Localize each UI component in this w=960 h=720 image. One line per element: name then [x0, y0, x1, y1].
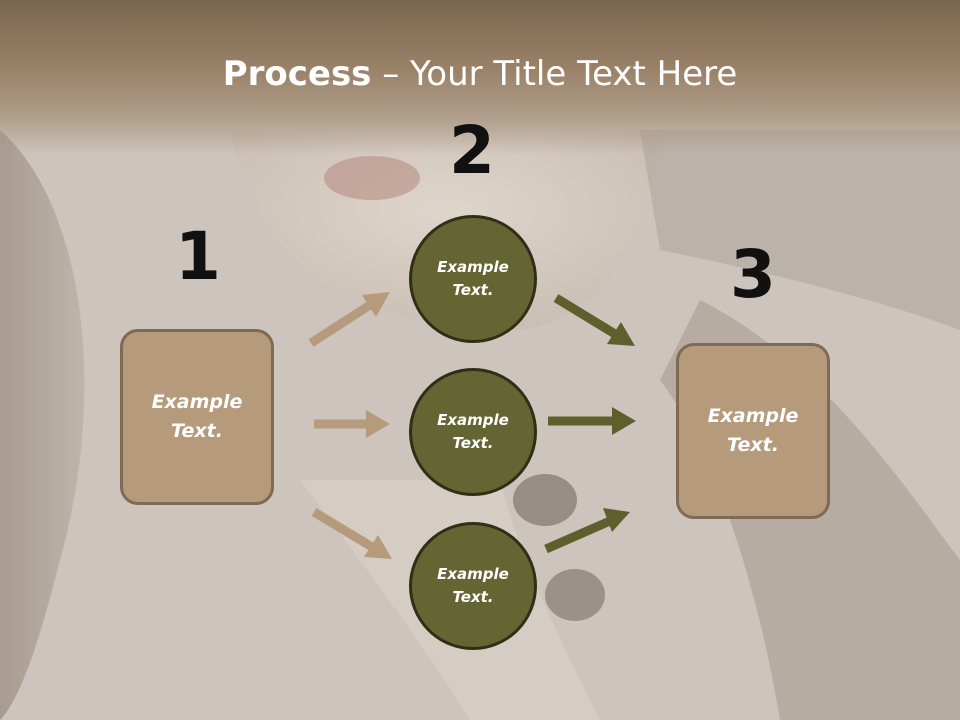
title-bold: Process — [222, 54, 372, 94]
circle-middle-text: Example Text. — [437, 411, 509, 452]
step-number-1: 1 — [175, 218, 221, 295]
title-band — [0, 0, 960, 155]
slide-title: Process – Your Title Text Here — [0, 52, 960, 96]
arrow-right-icon — [553, 294, 635, 346]
arrow-right-icon — [548, 407, 636, 435]
circle-bottom-text: Example Text. — [437, 565, 509, 606]
arrow-right-icon — [308, 292, 390, 347]
circle-bottom[interactable]: Example Text. — [409, 522, 537, 650]
arrow-right-icon — [314, 410, 390, 438]
circle-middle[interactable]: Example Text. — [409, 368, 537, 496]
step-number-3: 3 — [730, 236, 776, 313]
arrow-right-icon — [311, 508, 392, 559]
right-box-text: Example Text. — [707, 405, 799, 456]
left-text-box[interactable]: Example Text. — [120, 329, 274, 505]
left-box-text: Example Text. — [151, 391, 243, 442]
title-rest: – Your Title Text Here — [371, 54, 738, 94]
step-number-2: 2 — [449, 112, 495, 189]
circle-top-text: Example Text. — [437, 258, 509, 299]
circle-top[interactable]: Example Text. — [409, 215, 537, 343]
arrow-right-icon — [544, 508, 630, 554]
right-text-box[interactable]: Example Text. — [676, 343, 830, 519]
